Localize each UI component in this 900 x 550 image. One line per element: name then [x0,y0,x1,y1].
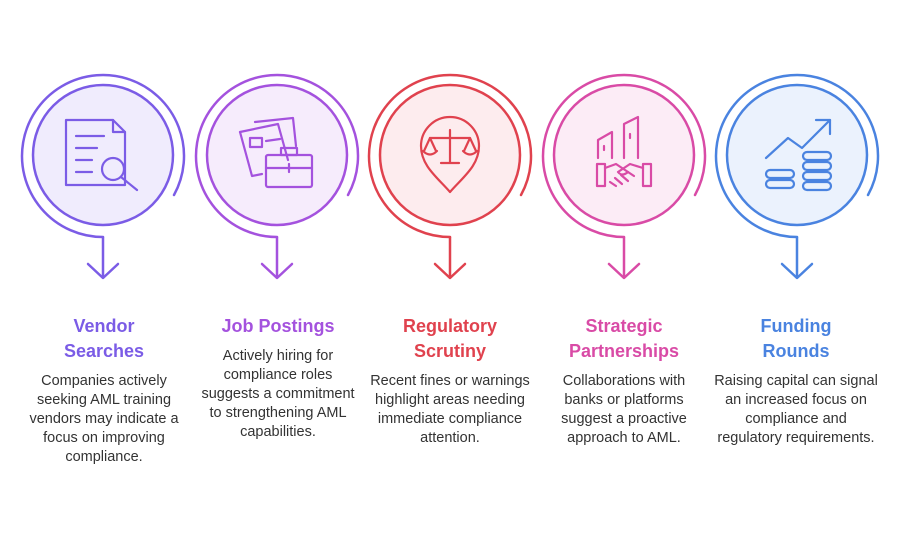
step-1-graphic [20,73,186,280]
step-4-arrowhead [607,262,641,280]
step-1-title: Vendor Searches [63,316,145,361]
step-5-arrowhead [780,262,814,280]
step-job-postings: Job Postings Actively hiring for complia… [190,310,366,442]
step-regulatory-scrutiny: Regulatory Scrutiny Recent fines or warn… [362,310,538,448]
step-2-arrowhead [260,262,294,280]
step-2-title: Job Postings [221,316,335,336]
step-funding-rounds: Funding Rounds Raising capital can signa… [708,310,884,448]
step-strategic-partnerships: Strategic Partnerships Collaborations wi… [536,310,712,448]
step-1-ring [20,73,186,239]
step-4-ring [541,73,707,239]
step-5-ring [714,73,880,239]
chart-coins-icon [764,118,833,192]
step-3-arrowhead [433,262,467,280]
step-vendor-searches: Vendor Searches Companies actively seeki… [16,310,192,467]
scales-icon [419,115,481,194]
step-5-graphic [714,73,880,280]
step-2-ring [194,73,360,239]
step-3-description: Recent fines or warnings highlight areas… [370,373,530,446]
step-1-disc [31,83,175,227]
document-search-icon [64,118,139,192]
step-2-description: Actively hiring for compliance roles sug… [201,348,355,440]
step-5-disc [725,83,869,227]
step-4-graphic [541,73,707,280]
step-4-description: Collaborations with banks or platforms s… [561,373,687,446]
step-5-title: Funding Rounds [760,316,832,361]
step-1-arrowhead [86,262,120,280]
step-3-graphic [367,73,533,280]
step-3-title: Regulatory Scrutiny [402,316,498,361]
handshake-icon [595,115,653,188]
step-4-title: Strategic Partnerships [568,316,680,361]
step-1-description: Companies actively seeking AML training … [29,373,179,465]
step-3-ring [367,73,533,239]
step-2-graphic [194,73,360,280]
step-5-description: Raising capital can signal an increased … [714,373,878,446]
briefcase-icon [238,116,314,189]
